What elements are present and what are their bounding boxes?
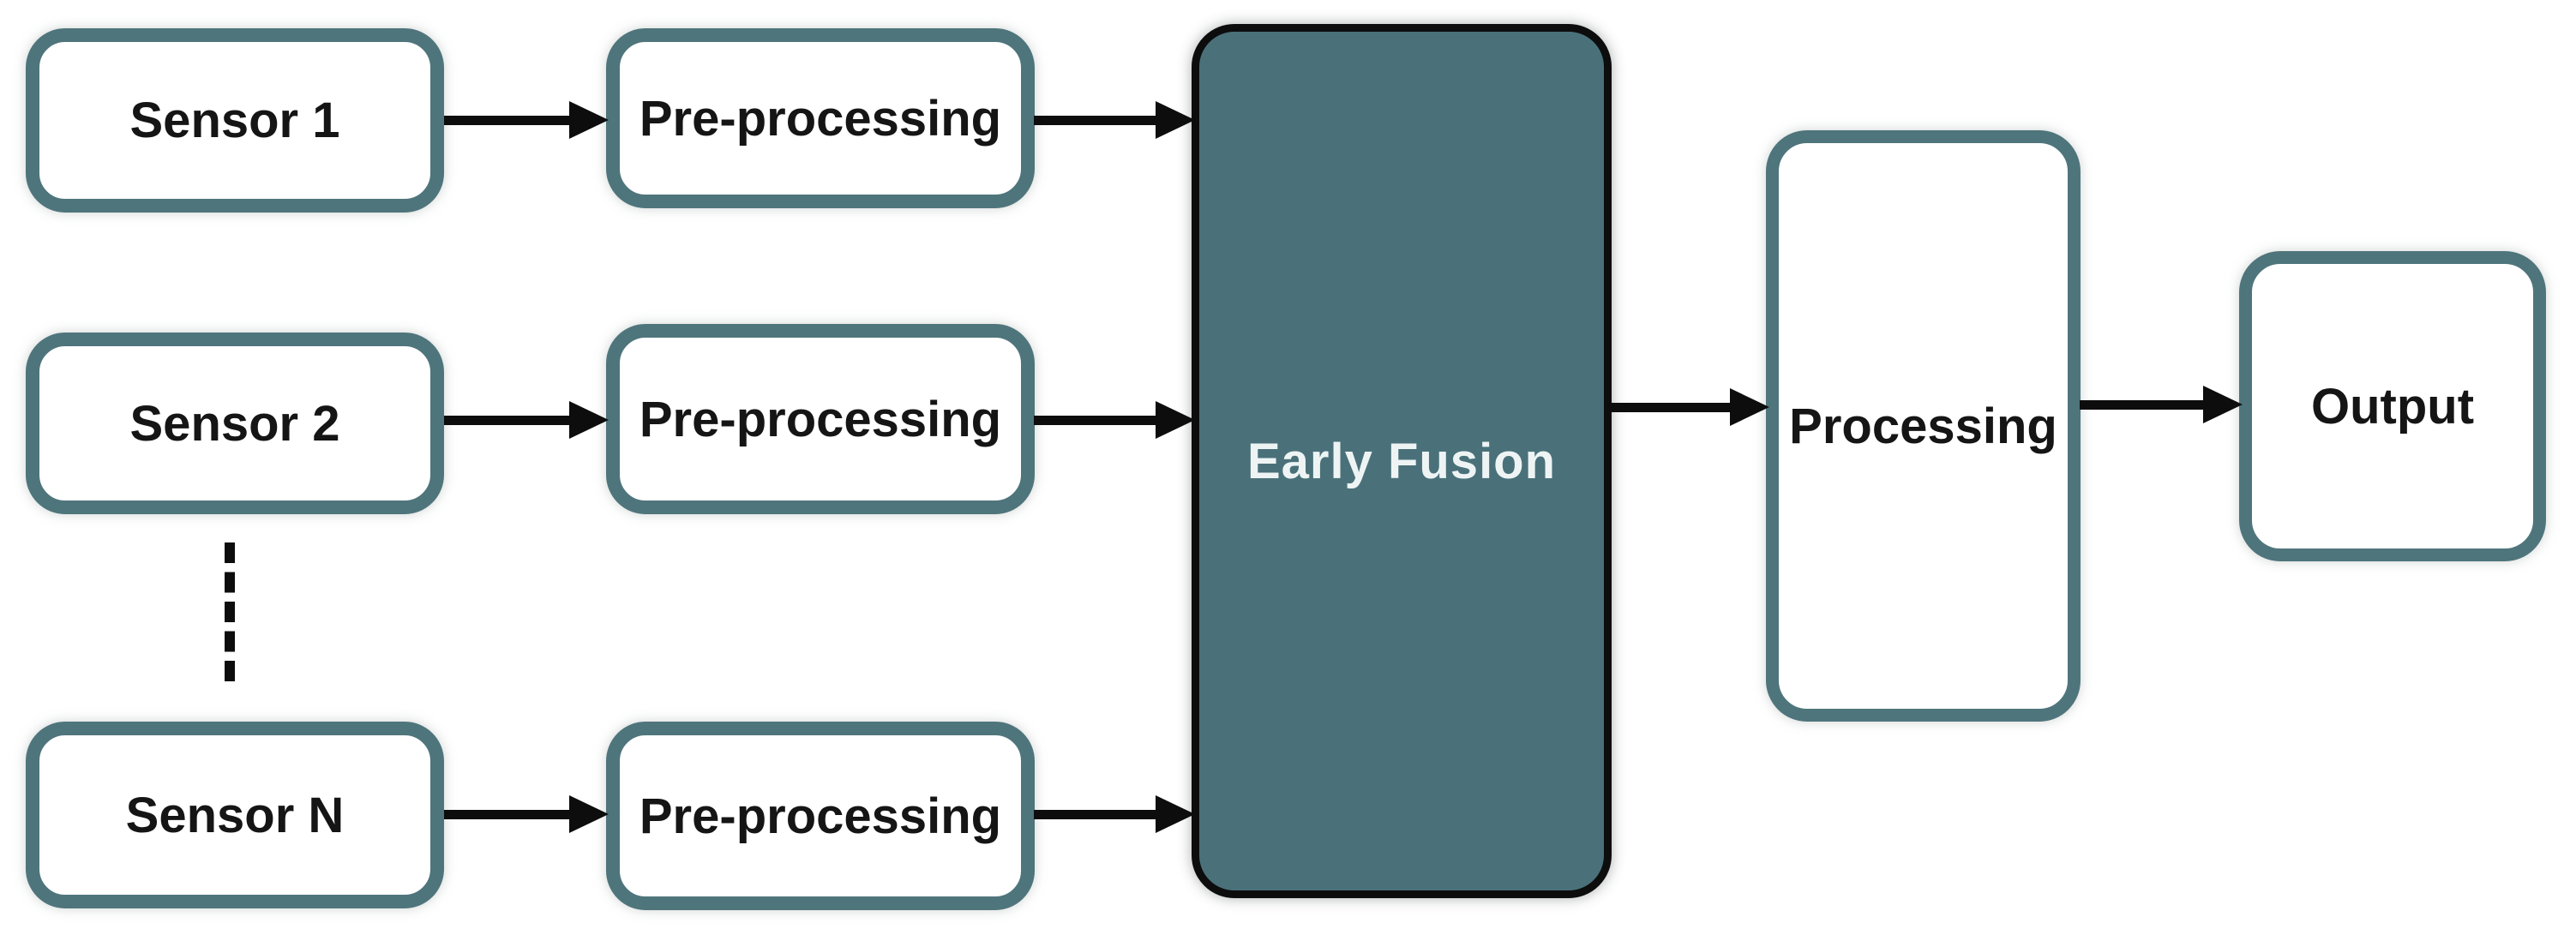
node-processing-label: Processing [1789,398,2057,454]
arrow-right-icon [569,401,609,439]
arrow-right-icon [569,101,609,139]
arrow-right-icon [569,795,609,833]
arrow-sensorN-to-preprocessing3 [444,795,609,833]
arrow-shaft [1034,115,1156,125]
node-output: Output [2239,251,2546,561]
arrow-shaft [444,809,569,819]
node-early-fusion-label: Early Fusion [1246,433,1557,489]
ellipsis-dashed-line [225,542,235,681]
arrow-fusion-to-processing [1610,388,1769,426]
arrow-shaft [1610,402,1730,412]
arrow-shaft [1034,809,1156,819]
arrow-right-icon [1156,101,1195,139]
node-preprocessing-1-label: Pre-processing [639,90,1002,147]
arrow-preprocessing1-to-fusion [1034,101,1195,139]
node-sensor-n: Sensor N [26,722,444,908]
arrow-shaft [444,115,569,125]
arrow-right-icon [1730,388,1769,426]
node-preprocessing-2: Pre-processing [606,324,1035,514]
node-preprocessing-1: Pre-processing [606,28,1035,208]
arrow-shaft [1034,415,1156,425]
arrow-shaft [2080,399,2203,410]
node-sensor-1: Sensor 1 [26,28,444,213]
arrow-preprocessing3-to-fusion [1034,795,1195,833]
node-sensor-2: Sensor 2 [26,333,444,514]
node-sensor-1-label: Sensor 1 [129,93,340,148]
arrow-preprocessing2-to-fusion [1034,401,1195,439]
node-sensor-2-label: Sensor 2 [129,395,340,452]
arrow-shaft [444,415,569,425]
node-preprocessing-3-label: Pre-processing [639,788,1002,844]
node-early-fusion: Early Fusion [1192,24,1612,898]
arrow-right-icon [2203,386,2243,423]
node-preprocessing-3: Pre-processing [606,722,1035,910]
arrow-sensor2-to-preprocessing2 [444,401,609,439]
node-output-label: Output [2310,378,2475,435]
node-preprocessing-2-label: Pre-processing [639,391,1002,447]
arrow-sensor1-to-preprocessing1 [444,101,609,139]
node-sensor-n-label: Sensor N [125,787,345,843]
node-processing: Processing [1766,130,2081,722]
arrow-right-icon [1156,401,1195,439]
arrow-processing-to-output [2080,386,2243,423]
arrow-right-icon [1156,795,1195,833]
